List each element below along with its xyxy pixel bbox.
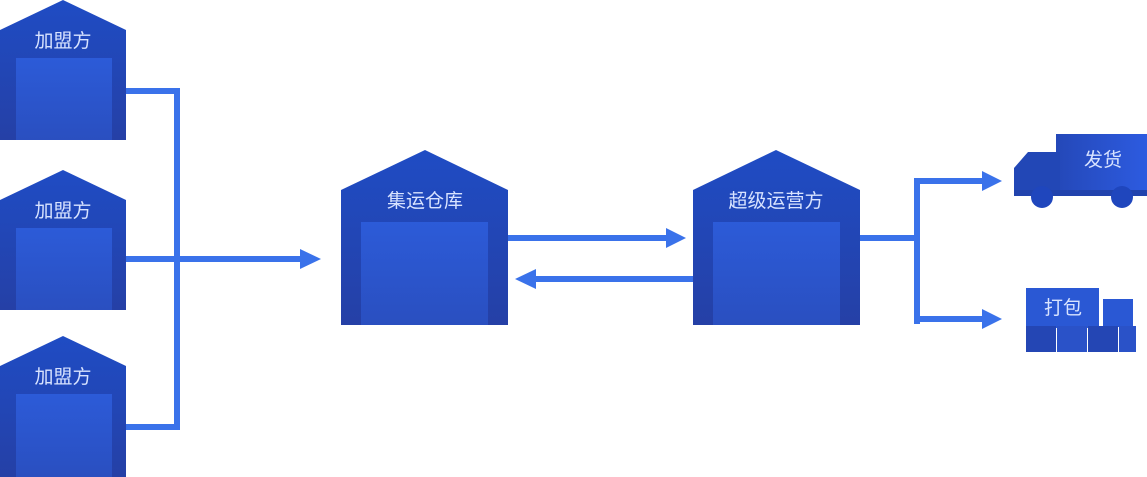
franchisee-label-3: 加盟方	[34, 366, 91, 388]
operator-fork-connector	[860, 171, 1002, 329]
franchisee-building-3: 加盟方	[0, 336, 126, 477]
franchisee-merge-connector	[126, 88, 321, 430]
building-door	[16, 228, 112, 310]
box-top-small	[1103, 299, 1133, 327]
box-bottom-3	[1088, 326, 1118, 352]
box-bottom-4	[1119, 326, 1136, 352]
truck-cargo-box	[1056, 134, 1147, 196]
consolidation-warehouse-building: 集运仓库	[341, 150, 508, 325]
franchisee-building-1: 加盟方	[0, 0, 126, 140]
building-door	[361, 222, 488, 325]
super-operator-label: 超级运营方	[728, 190, 823, 212]
franchisee-building-2: 加盟方	[0, 170, 126, 310]
consolidation-warehouse-label: 集运仓库	[387, 190, 463, 212]
super-operator-building: 超级运营方	[693, 150, 860, 325]
operator-to-warehouse-arrow	[515, 269, 693, 289]
franchisee-label-2: 加盟方	[34, 200, 91, 222]
box-bottom-2	[1057, 326, 1087, 352]
truck-icon: 发货	[1014, 134, 1147, 208]
building-door	[16, 394, 112, 477]
warehouse-to-operator-arrow	[508, 228, 686, 248]
franchisee-label-1: 加盟方	[34, 30, 91, 52]
shipping-label: 发货	[1084, 149, 1122, 171]
building-door	[713, 222, 840, 325]
arrow-head-to-warehouse	[300, 249, 321, 269]
packing-label: 打包	[1044, 297, 1082, 319]
truck-wheel-front	[1031, 186, 1053, 208]
arrow-head-to-shipping	[982, 171, 1002, 191]
box-top-large	[1026, 288, 1099, 328]
boxes-icon: 打包	[1026, 288, 1136, 352]
arrow-head-to-packing	[982, 309, 1002, 329]
building-door	[16, 58, 112, 140]
box-bottom-1	[1026, 326, 1056, 352]
truck-cab	[1014, 152, 1060, 196]
truck-wheel-rear	[1111, 186, 1133, 208]
